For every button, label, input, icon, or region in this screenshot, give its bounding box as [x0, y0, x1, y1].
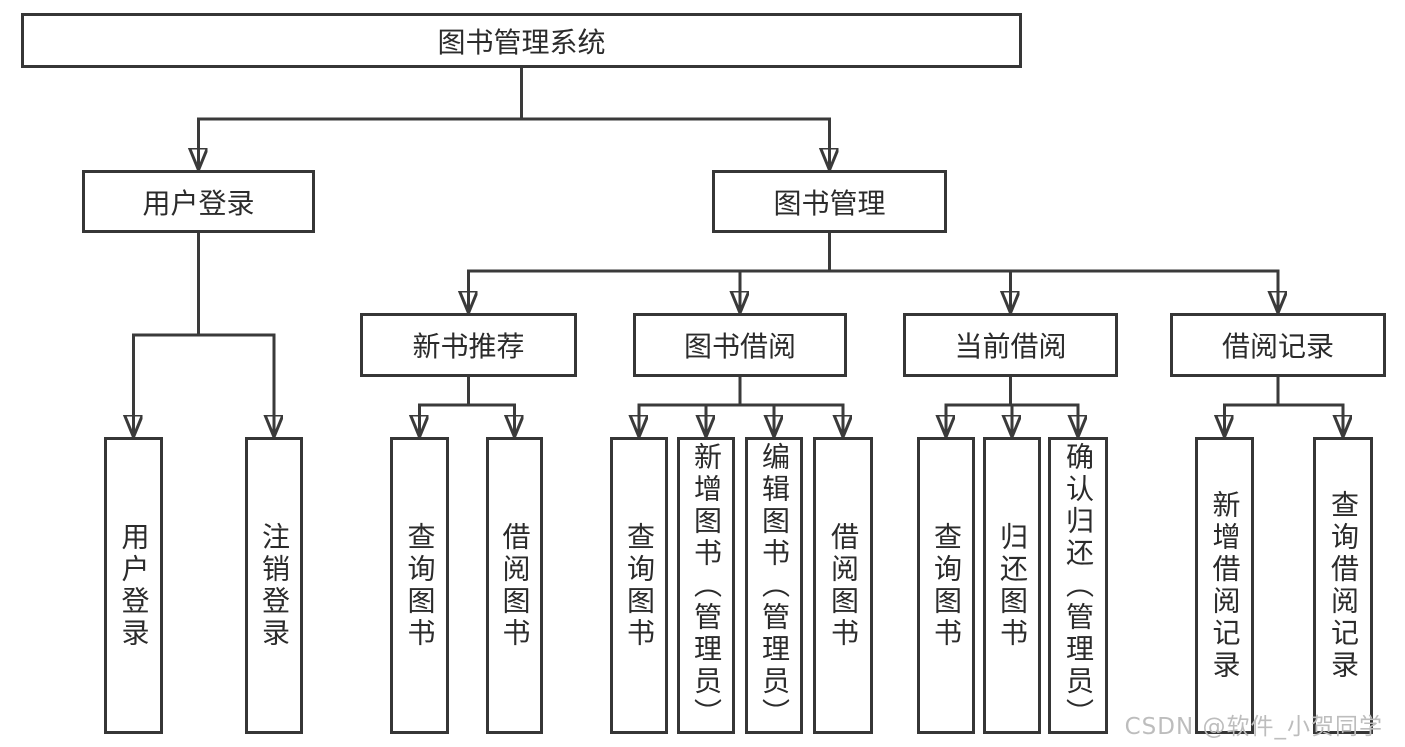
node-label: 借阅图书: [827, 521, 860, 650]
node-label: 查询图书: [623, 521, 656, 650]
node-borrow-records: 借阅记录: [1170, 313, 1386, 377]
node-label: 编辑图书（管理员）: [758, 441, 791, 730]
node-label: 确认归还（管理员）: [1062, 441, 1095, 730]
node-label: 图书管理: [773, 186, 886, 220]
node-leaf-user-login: 用户登录: [104, 437, 163, 734]
node-label: 查询图书: [930, 521, 963, 650]
node-label: 借阅图书: [498, 521, 532, 650]
node-label: 查询图书: [403, 521, 437, 650]
connector-root-to-level2: [199, 68, 830, 170]
csdn-watermark: CSDN @软件_小贺同学: [1124, 714, 1383, 740]
node-label: 图书借阅: [683, 330, 796, 363]
connector-borrow-records-children: [1225, 377, 1344, 437]
node-book-borrow: 图书借阅: [633, 313, 847, 377]
connector-current-borrow-children: [946, 377, 1078, 437]
connector-user-login-children: [134, 233, 275, 437]
node-leaf-logout: 注销登录: [245, 437, 303, 734]
connector-book-borrow-children: [639, 377, 843, 437]
node-label: 查询借阅记录: [1327, 489, 1360, 682]
node-user-login: 用户登录: [82, 170, 315, 233]
node-leaf-query-books-recommend: 查询图书: [390, 437, 449, 734]
node-leaf-borrow-books-recommend: 借阅图书: [486, 437, 543, 734]
node-label: 新增图书（管理员）: [690, 441, 723, 730]
connector-book-management-children: [469, 233, 1279, 313]
node-leaf-return-books: 归还图书: [983, 437, 1041, 734]
node-label: 当前借阅: [954, 330, 1067, 363]
node-leaf-confirm-return-admin: 确认归还（管理员）: [1048, 437, 1108, 734]
node-label: 图书管理系统: [437, 25, 606, 59]
node-label: 新增借阅记录: [1208, 489, 1242, 682]
node-leaf-query-books-borrow: 查询图书: [610, 437, 668, 734]
node-leaf-query-borrow-record: 查询借阅记录: [1313, 437, 1373, 734]
connector-new-book-children: [420, 377, 515, 437]
node-leaf-edit-books-admin: 编辑图书（管理员）: [745, 437, 803, 734]
node-label: 借阅记录: [1221, 330, 1334, 363]
node-label: 归还图书: [996, 521, 1029, 650]
node-library-system: 图书管理系统: [21, 13, 1022, 68]
node-leaf-add-borrow-record: 新增借阅记录: [1195, 437, 1254, 734]
node-book-management: 图书管理: [712, 170, 947, 233]
node-leaf-query-books-current: 查询图书: [917, 437, 975, 734]
node-leaf-borrow-books: 借阅图书: [813, 437, 873, 734]
node-current-borrow: 当前借阅: [903, 313, 1118, 377]
node-label: 用户登录: [117, 521, 151, 650]
node-new-book-recommend: 新书推荐: [360, 313, 577, 377]
node-label: 用户登录: [142, 186, 255, 220]
node-label: 注销登录: [258, 521, 291, 650]
node-leaf-add-books-admin: 新增图书（管理员）: [677, 437, 735, 734]
node-label: 新书推荐: [412, 330, 525, 363]
